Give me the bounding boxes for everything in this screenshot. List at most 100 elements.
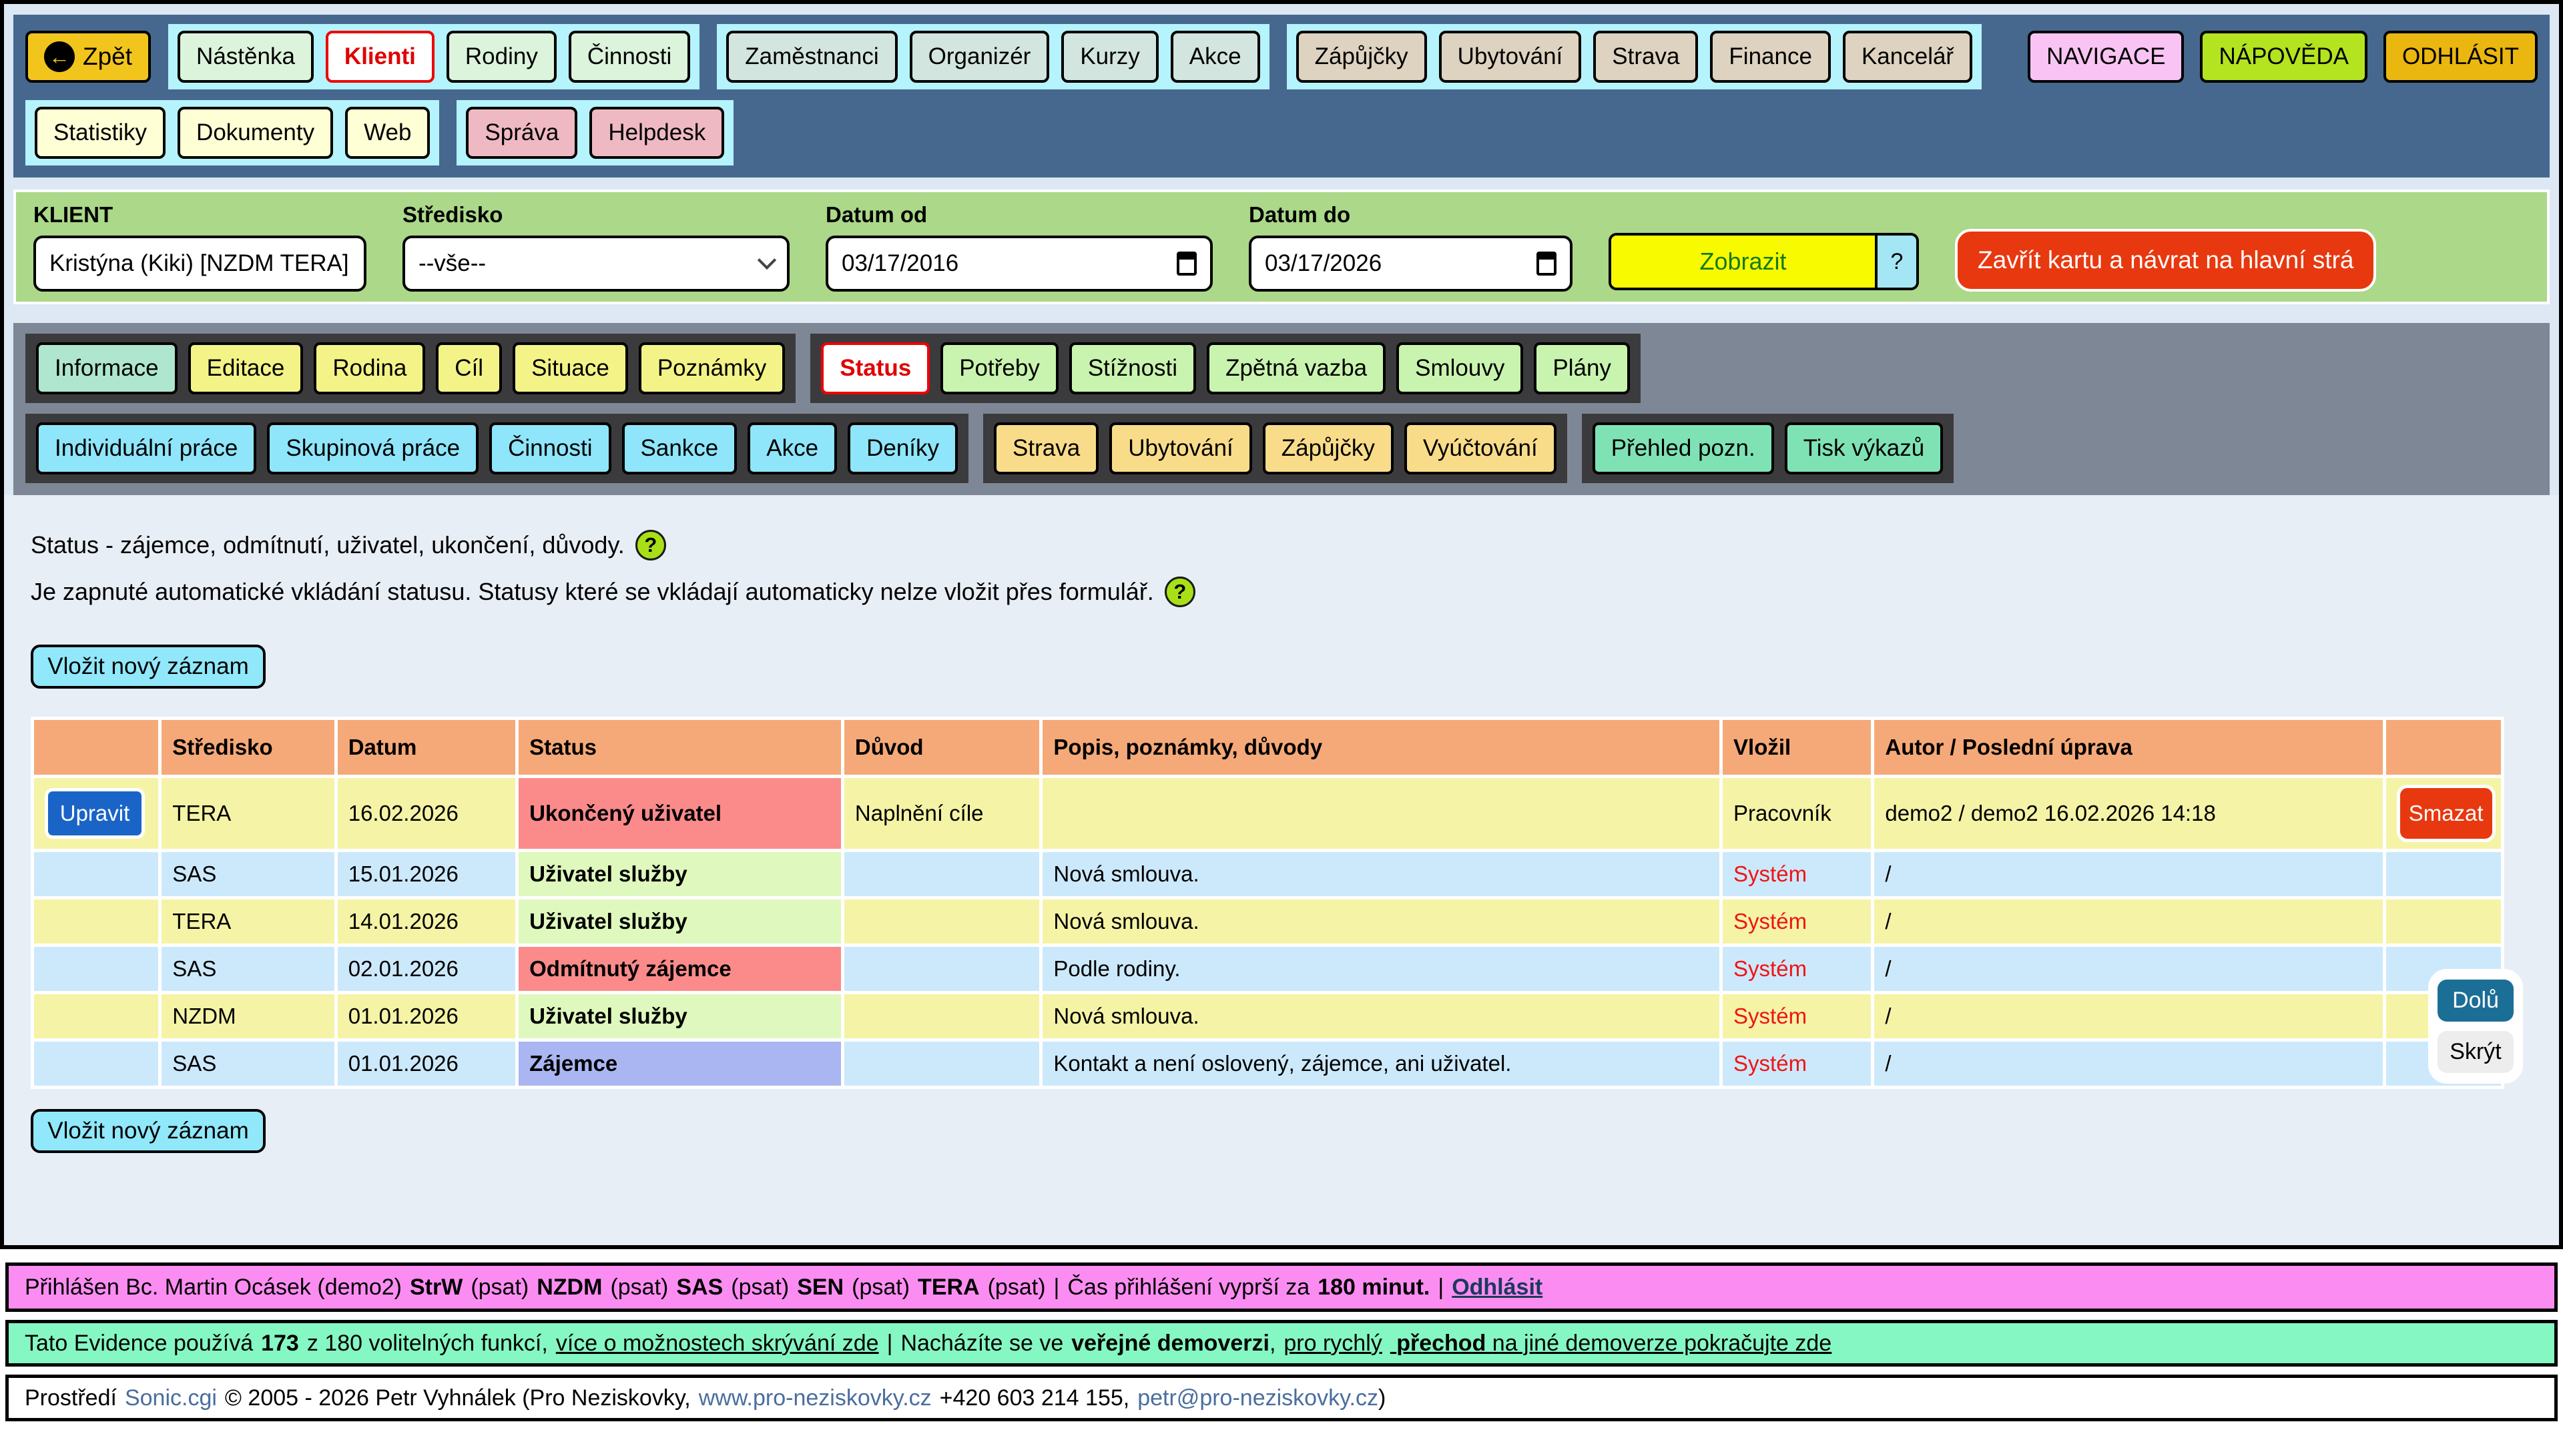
show-help-button[interactable]: ?	[1875, 236, 1916, 288]
nav-item-ubytovani[interactable]: Ubytování	[1438, 31, 1582, 83]
tab-poznamky[interactable]: Poznámky	[638, 342, 786, 394]
table-row: TERA 14.01.2026 Uživatel služby Nová sml…	[34, 899, 2501, 944]
nav-item-dokumenty[interactable]: Dokumenty	[178, 107, 334, 159]
logout-button[interactable]: ODHLÁSIT	[2383, 31, 2538, 83]
cell-popis: Nová smlouva.	[1043, 852, 1720, 896]
nav-item-nastenka[interactable]: Nástěnka	[178, 31, 314, 83]
navigation-button[interactable]: NAVIGACE	[2028, 31, 2185, 83]
website-link[interactable]: www.pro-neziskovky.cz	[698, 1385, 932, 1411]
tab-sankce[interactable]: Sankce	[621, 422, 738, 474]
center-select[interactable]: --vše--	[402, 236, 790, 292]
col-autor: Autor / Poslední úprava	[1874, 720, 2383, 775]
logout-link[interactable]: Odhlásit	[1452, 1274, 1543, 1300]
tab-stiznosti[interactable]: Stížnosti	[1069, 342, 1197, 394]
tab-individualni-prace[interactable]: Individuální práce	[36, 422, 257, 474]
tab-zpetna-vazba[interactable]: Zpětná vazba	[1207, 342, 1386, 394]
cell-popis	[1043, 778, 1720, 849]
tab-strava[interactable]: Strava	[994, 422, 1099, 474]
back-button[interactable]: ← Zpět	[25, 31, 152, 83]
tab-row-1: Informace Editace Rodina Cíl Situace Poz…	[25, 334, 2538, 403]
tab-group-work: Individuální práce Skupinová práce Činno…	[25, 414, 969, 483]
cell-delete	[2385, 852, 2501, 896]
tab-akce[interactable]: Akce	[748, 422, 838, 474]
cell-delete: Smazat	[2385, 778, 2501, 849]
show-button[interactable]: Zobrazit	[1611, 236, 1875, 288]
help-icon[interactable]: ?	[635, 530, 666, 561]
tab-editace[interactable]: Editace	[188, 342, 304, 394]
nav-item-sprava[interactable]: Správa	[466, 107, 578, 159]
nav-item-kurzy[interactable]: Kurzy	[1061, 31, 1159, 83]
tab-group-status: Status Potřeby Stížnosti Zpětná vazba Sm…	[810, 334, 1641, 403]
nav-item-helpdesk[interactable]: Helpdesk	[589, 107, 725, 159]
cell-duvod	[844, 994, 1040, 1038]
help-button[interactable]: NÁPOVĚDA	[2200, 31, 2367, 83]
demo-text: Nacházíte se ve	[900, 1330, 1064, 1356]
nav-item-zamestnanci[interactable]: Zaměstnanci	[726, 31, 898, 83]
hide-options-link[interactable]: více o možnostech skrývání zde	[555, 1330, 879, 1356]
tab-zapujcky[interactable]: Zápůjčky	[1262, 422, 1394, 474]
cell-datum: 16.02.2026	[337, 778, 516, 849]
date-to-label: Datum do	[1249, 202, 1351, 227]
nav-item-organizer[interactable]: Organizér	[909, 31, 1050, 83]
tab-ubytovani[interactable]: Ubytování	[1109, 422, 1252, 474]
delete-button[interactable]: Smazat	[2396, 785, 2496, 842]
tab-smlouvy[interactable]: Smlouvy	[1396, 342, 1524, 394]
cell-popis: Nová smlouva.	[1043, 994, 1720, 1038]
status-table: Středisko Datum Status Důvod Popis, pozn…	[31, 717, 2504, 1089]
scroll-down-button[interactable]: Dolů	[2438, 980, 2514, 1022]
tab-informace[interactable]: Informace	[36, 342, 178, 394]
demo-switch-link[interactable]: pro rychlý přechod na jiné demoverze pok…	[1284, 1331, 1831, 1357]
hide-widget-button[interactable]: Skrýt	[2438, 1031, 2514, 1073]
sonic-link[interactable]: Sonic.cgi	[124, 1385, 217, 1411]
cell-vlozil: Systém	[1723, 947, 1872, 991]
calendar-icon[interactable]	[1177, 252, 1197, 276]
close-card-button[interactable]: Zavřít kartu a návrat na hlavní strá	[1955, 229, 2377, 292]
insert-record-button-top[interactable]: Vložit nový záznam	[31, 645, 266, 689]
tab-situace[interactable]: Situace	[513, 342, 628, 394]
nav-item-akce[interactable]: Akce	[1170, 31, 1260, 83]
nav-item-web[interactable]: Web	[345, 107, 431, 159]
page-title-line: Status - zájemce, odmítnutí, uživatel, u…	[31, 530, 2532, 561]
nav-item-rodiny[interactable]: Rodiny	[446, 31, 557, 83]
nav-item-zapujcky[interactable]: Zápůjčky	[1296, 31, 1427, 83]
tab-tisk-vykazu[interactable]: Tisk výkazů	[1784, 422, 1944, 474]
date-from-label: Datum od	[826, 202, 928, 227]
cell-datum: 01.01.2026	[337, 994, 516, 1038]
email-link[interactable]: petr@pro-neziskovky.cz	[1137, 1385, 1378, 1411]
tab-cinnosti[interactable]: Činnosti	[489, 422, 611, 474]
calendar-icon[interactable]	[1536, 252, 1556, 276]
demo-comma: ,	[1269, 1330, 1276, 1356]
nav-item-cinnosti[interactable]: Činnosti	[568, 31, 691, 83]
chevron-down-icon	[757, 250, 777, 270]
date-to-input[interactable]: 03/17/2026	[1249, 236, 1573, 292]
separator: |	[886, 1330, 893, 1356]
tab-rodina[interactable]: Rodina	[314, 342, 426, 394]
nav-item-statistiky[interactable]: Statistiky	[35, 107, 166, 159]
usage-text: Tato Evidence používá	[25, 1330, 254, 1356]
tab-deniky[interactable]: Deníky	[848, 422, 958, 474]
tab-vyuctovani[interactable]: Vyúčtování	[1404, 422, 1556, 474]
nav-item-klienti-active[interactable]: Klienti	[325, 31, 435, 83]
client-label: KLIENT	[33, 202, 113, 227]
separator: |	[1053, 1274, 1060, 1300]
tab-prehled-pozn[interactable]: Přehled pozn.	[1592, 422, 1774, 474]
edit-button[interactable]: Upravit	[45, 788, 145, 839]
nav-item-kancelar[interactable]: Kancelář	[1842, 31, 1973, 83]
help-icon[interactable]: ?	[1164, 577, 1195, 607]
tab-potreby[interactable]: Potřeby	[940, 342, 1059, 394]
cell-vlozil: Pracovník	[1723, 778, 1872, 849]
tab-skupinova-prace[interactable]: Skupinová práce	[267, 422, 479, 474]
insert-record-button-bottom[interactable]: Vložit nový záznam	[31, 1109, 266, 1153]
nav-group-services: Zápůjčky Ubytování Strava Finance Kancel…	[1286, 24, 1982, 89]
tab-cil[interactable]: Cíl	[436, 342, 503, 394]
nav-item-finance[interactable]: Finance	[1710, 31, 1831, 83]
date-from-input[interactable]: 03/17/2016	[826, 236, 1213, 292]
back-arrow-icon: ←	[44, 41, 75, 72]
separator: |	[1438, 1274, 1444, 1300]
tab-row-2: Individuální práce Skupinová práce Činno…	[25, 414, 2538, 483]
tab-status-active[interactable]: Status	[821, 342, 930, 394]
tab-plany[interactable]: Plány	[1534, 342, 1630, 394]
client-input[interactable]	[33, 236, 366, 292]
nav-item-strava[interactable]: Strava	[1593, 31, 1699, 83]
